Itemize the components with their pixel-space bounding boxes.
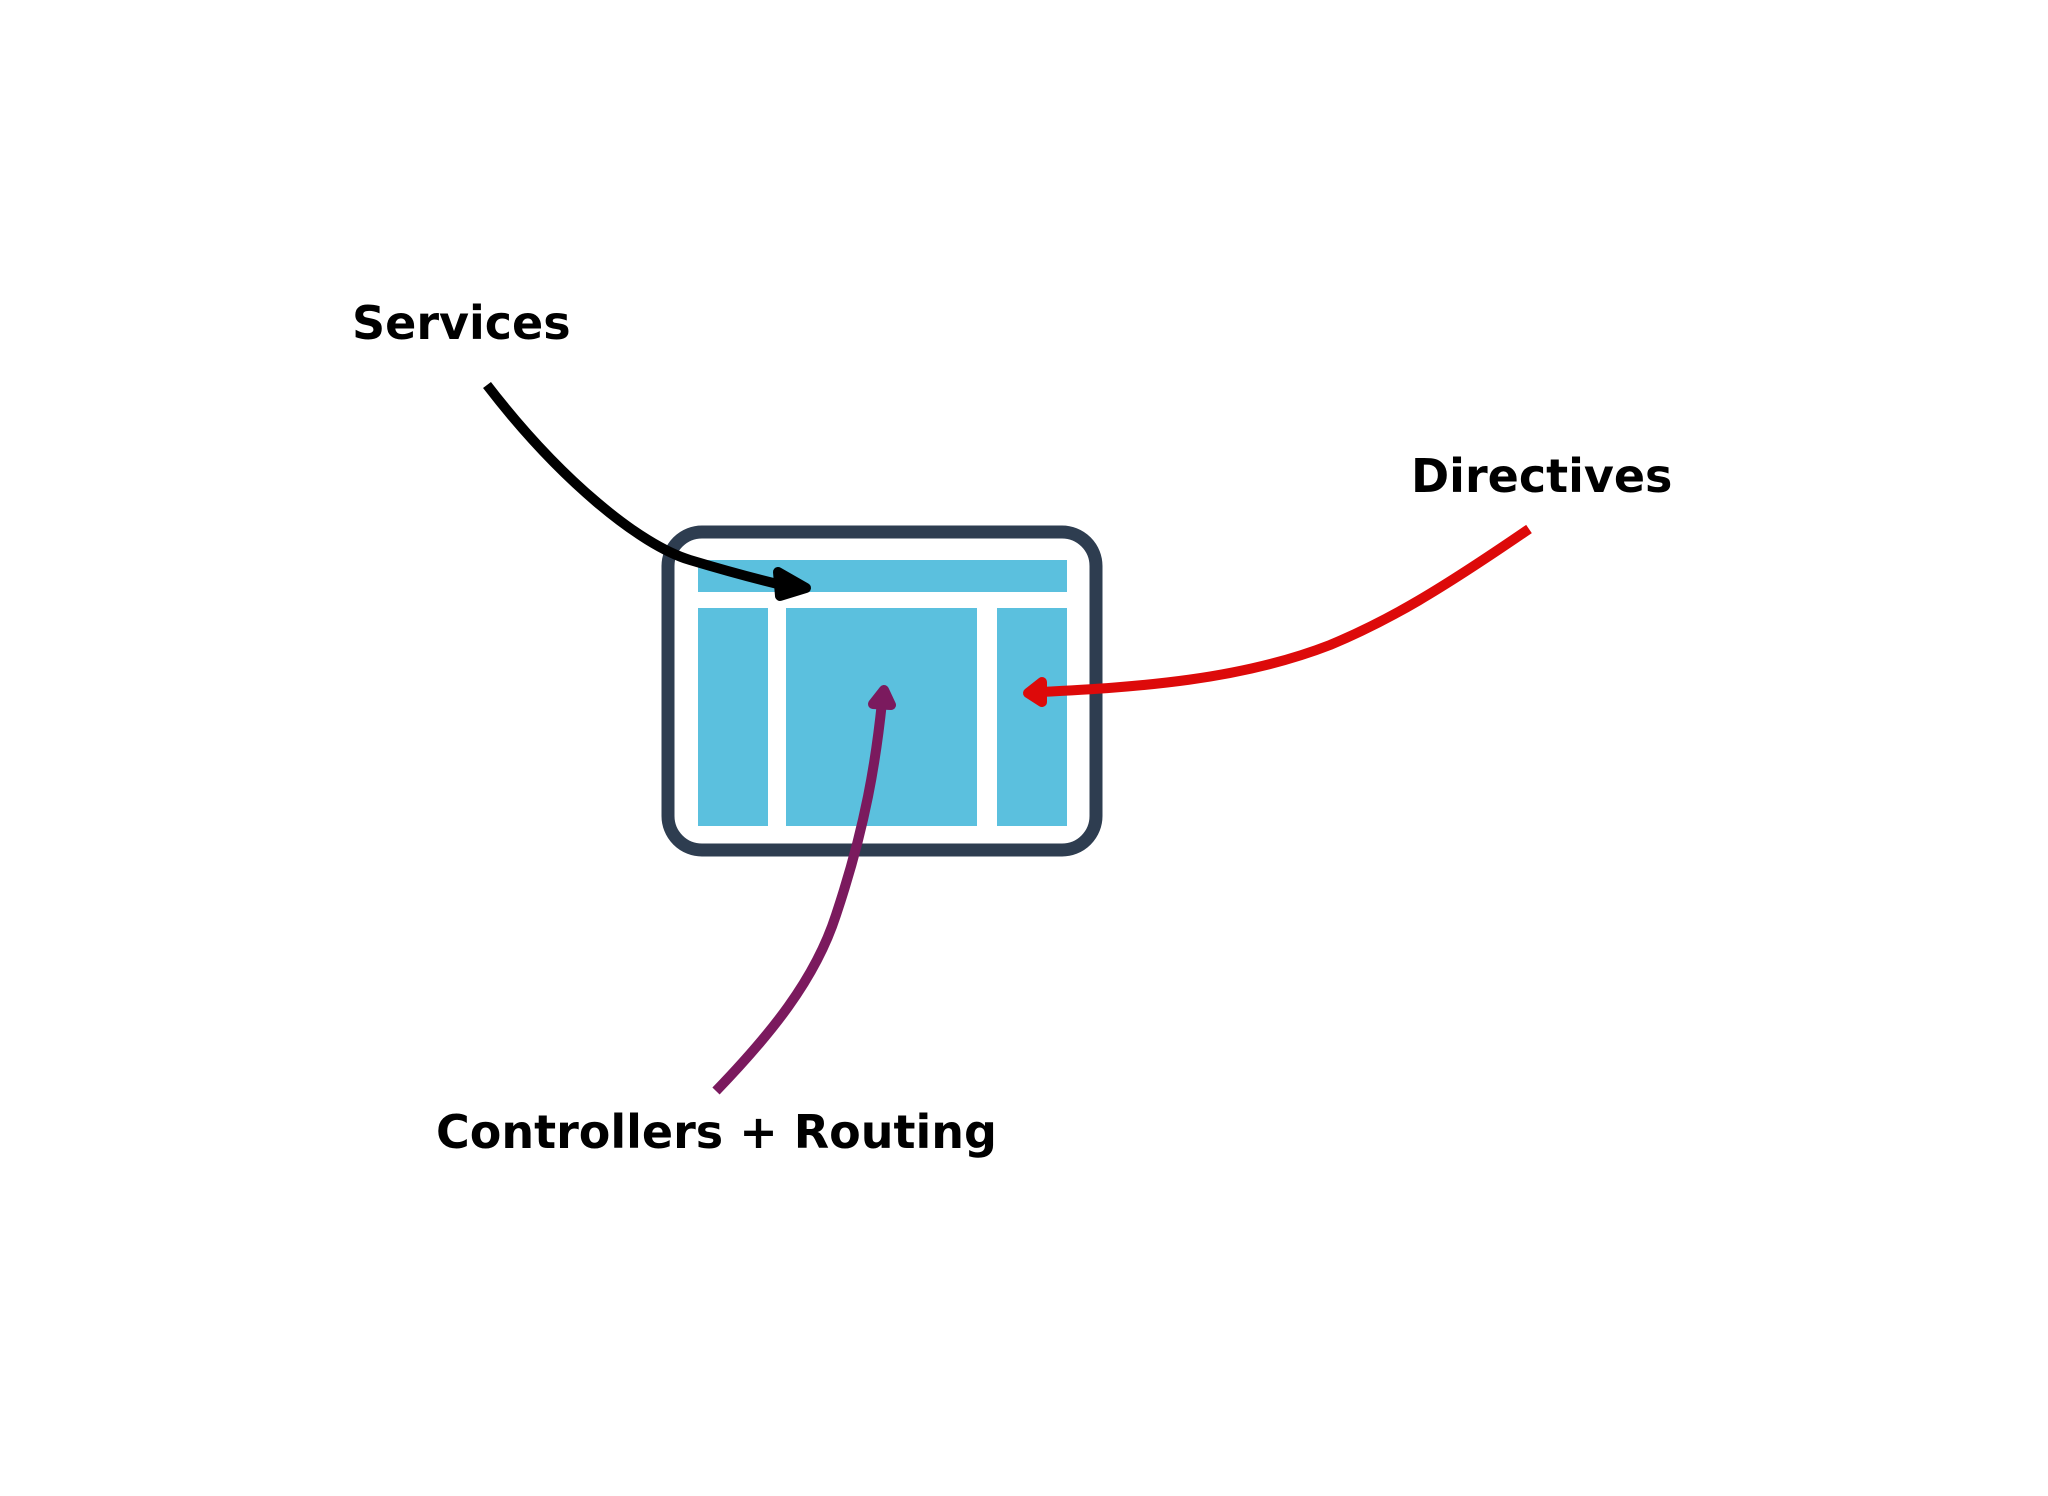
layout-left-sidebar-panel [698,608,768,826]
layout-right-sidebar-panel [997,608,1067,826]
directives-label: Directives [1411,449,1673,503]
app-layout-icon [661,525,1103,857]
directives-arrow [1023,524,1532,707]
services-label: Services [352,296,571,350]
controllers-routing-label: Controllers + Routing [436,1105,997,1159]
services-arrow [483,381,811,601]
controllers-routing-arrow [712,685,896,1095]
